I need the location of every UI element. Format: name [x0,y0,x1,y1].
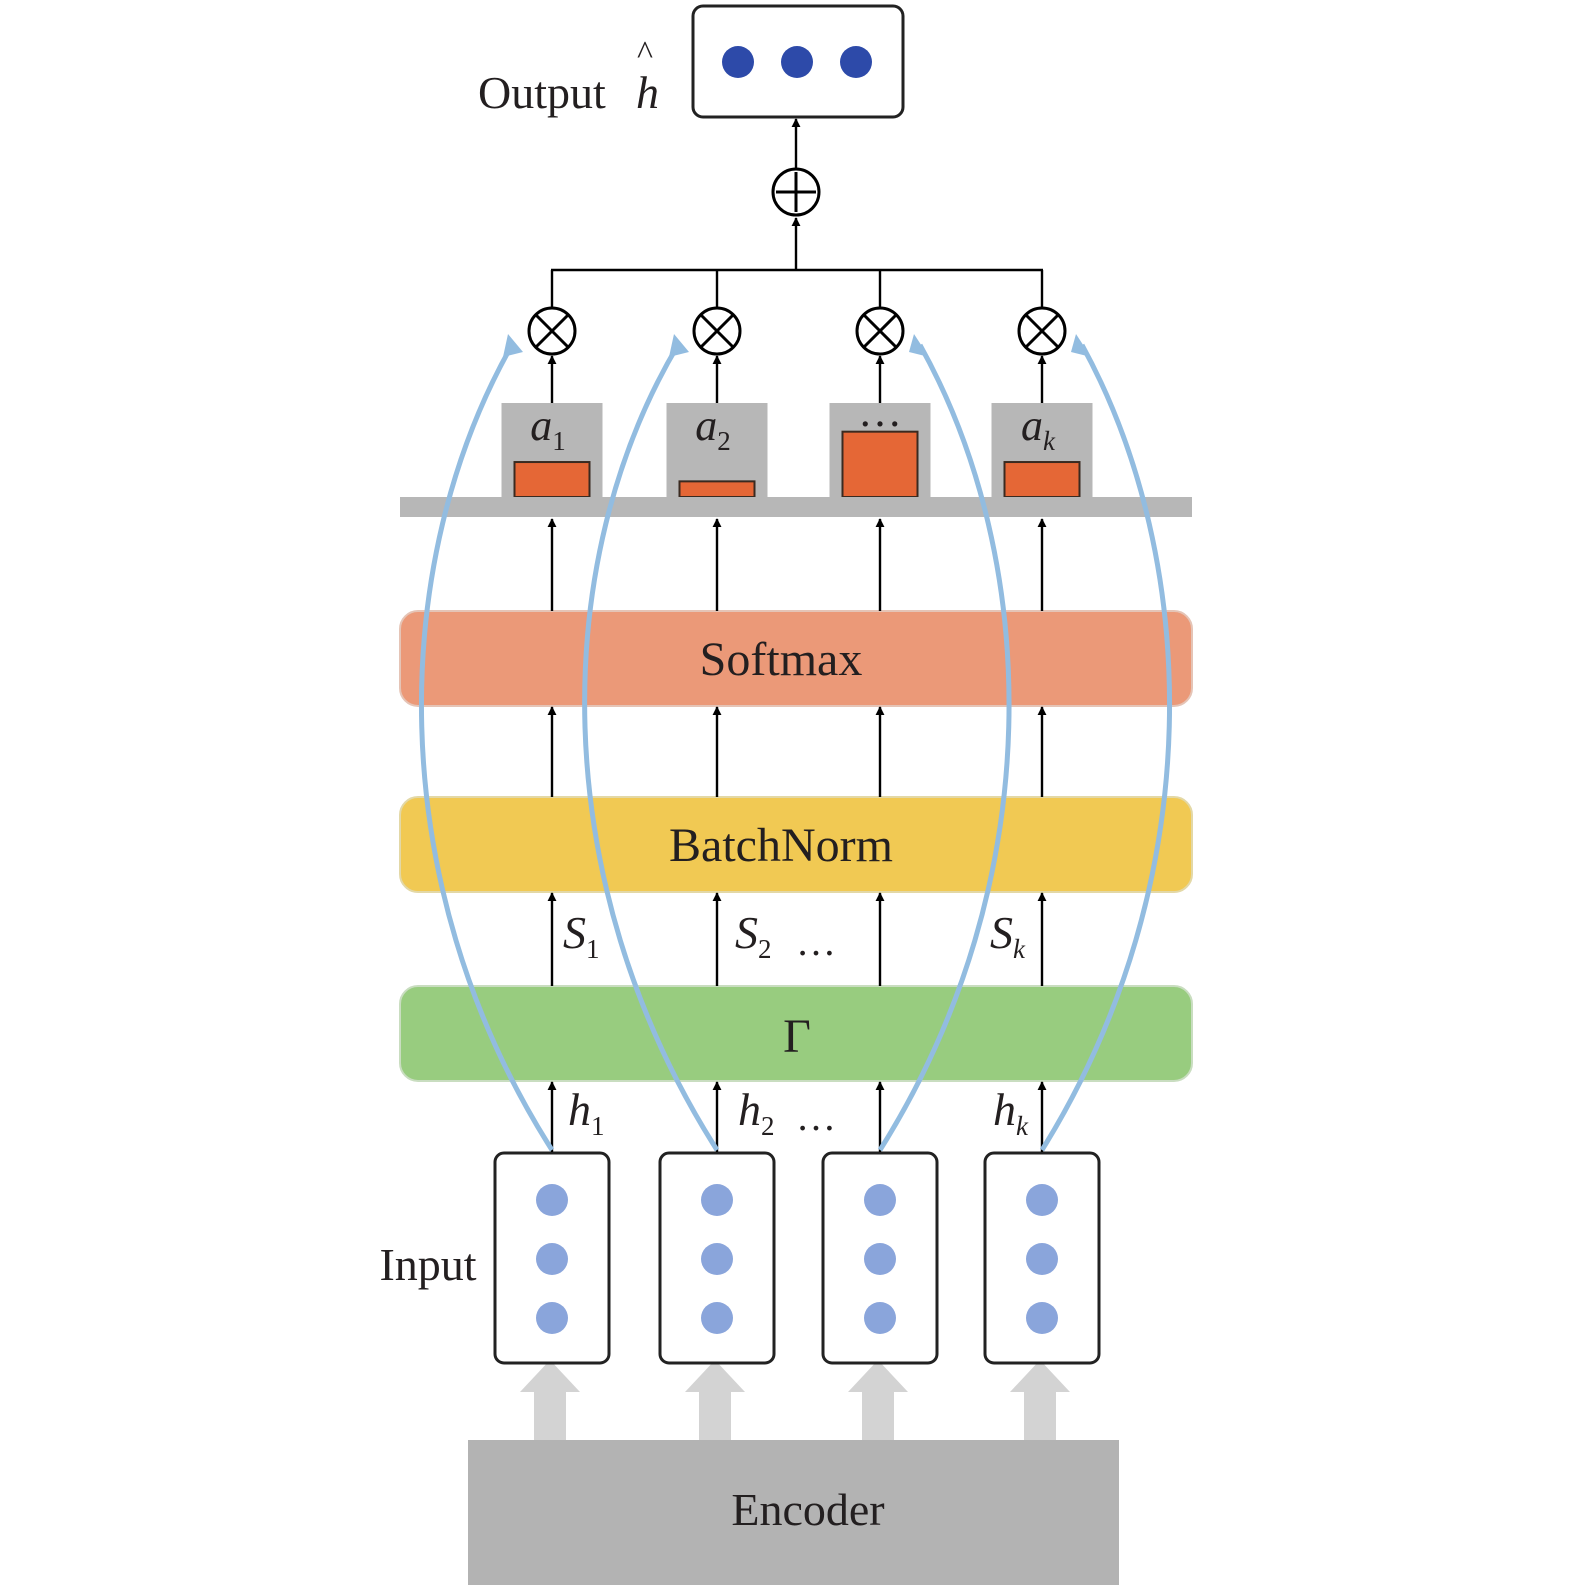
input-vector-3 [821,1151,939,1365]
hk-label: hk [993,1084,1029,1141]
sum-node [771,167,821,217]
s-ellipsis: … [796,919,836,964]
attention-label: … [858,387,902,436]
input-label: Input [379,1239,476,1290]
multiply-node-3 [855,306,905,356]
feedback-arrow-4 [1039,343,1173,1152]
multiply-node-4 [1017,306,1067,356]
attention-weights: a1 a2 … ak [501,387,1093,499]
multiply-node-2 [692,306,742,356]
input-dot [701,1302,733,1334]
output-dot [781,46,813,78]
input-dot [701,1243,733,1275]
output-label: Output [478,67,606,118]
h-ellipsis: … [796,1094,836,1139]
feedback-arrow-2 [582,343,720,1152]
multiply-node-1 [527,306,577,356]
input-dot [536,1184,568,1216]
feedback-head-3 [909,334,929,357]
gamma-label: Γ [783,1010,811,1063]
encoder-arrows [520,1360,1070,1440]
encoder-arrow-3 [848,1360,908,1440]
input-dot [536,1302,568,1334]
attention-bar [678,480,756,498]
encoder-arrow-1 [520,1360,580,1440]
attention-label: ak [1021,401,1056,456]
input-dot [864,1243,896,1275]
encoder-arrow-4 [1010,1360,1070,1440]
flow-arrows [547,355,1047,1152]
feedback-arrow-3 [877,343,1012,1152]
output-hat: ^ [637,35,653,72]
attention-label: a1 [530,401,566,456]
output-dot [840,46,872,78]
sum-connectors [550,217,1044,308]
input-dot [864,1184,896,1216]
gamma-layer [399,985,1193,1082]
output-dot [722,46,754,78]
softmax-label: Softmax [700,633,863,686]
feedback-head-4 [1071,334,1091,357]
attention-weight-2: a2 [666,401,768,498]
encoder-label: Encoder [731,1484,884,1535]
sk-label: Sk [990,907,1026,964]
feedback-head-1 [503,334,523,357]
multiply-nodes [527,306,1067,356]
input-vector-4 [983,1151,1101,1365]
attention-label: a2 [695,401,731,456]
s1-label: S1 [563,907,600,964]
input-dot [1026,1184,1058,1216]
attention-bar [1003,461,1081,499]
input-dot [1026,1243,1058,1275]
attention-shelf [400,497,1192,517]
feedback-head-2 [669,334,689,357]
input-dot [1026,1302,1058,1334]
output-symbol: h [636,67,659,118]
input-dot [864,1302,896,1334]
attention-weight-1: a1 [501,401,603,499]
input-vector-1 [493,1151,611,1365]
s2-label: S2 [735,907,772,964]
attention-weight-3: … [829,387,931,498]
input-vector-2 [658,1151,776,1365]
h1-label: h1 [568,1084,605,1141]
encoder-block [468,1440,1119,1585]
attention-weight-4: ak [991,401,1093,499]
attention-bar [513,461,591,499]
h2-label: h2 [738,1084,775,1141]
feedback-arrows [418,334,1173,1152]
attention-bar [841,430,919,498]
input-vectors [493,1151,1101,1365]
input-dot [701,1184,733,1216]
softmax-layer [399,610,1193,707]
input-dot [536,1243,568,1275]
feedback-arrow-1 [418,343,555,1152]
encoder-arrow-2 [685,1360,745,1440]
batchnorm-label: BatchNorm [669,819,893,872]
